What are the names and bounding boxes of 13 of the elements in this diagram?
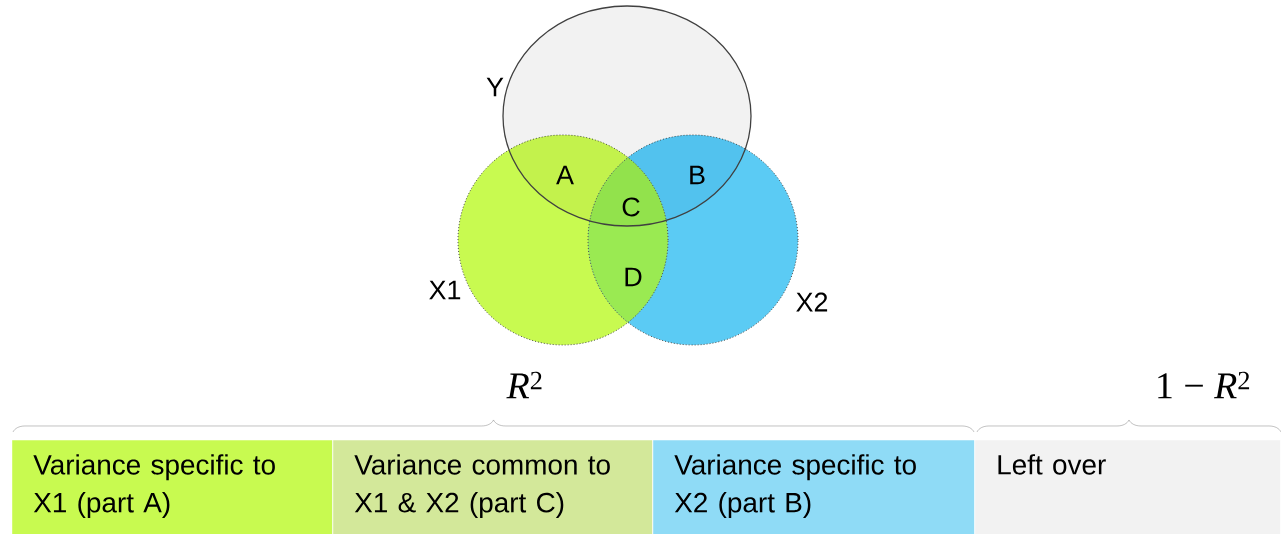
- circle-label: X2: [796, 292, 828, 312]
- circle-label: Y: [486, 77, 504, 97]
- bar-segment: Variance common to X1 & X2 (part C): [333, 440, 653, 534]
- region-letter: C: [622, 197, 640, 217]
- brace-label: R$^{2}$: [506, 371, 542, 399]
- bar-segment: Left over: [975, 440, 1281, 534]
- region-letter: A: [556, 165, 574, 185]
- brace-label: 1 − R$^{2}$: [1158, 371, 1250, 399]
- bar-segment: Variance specific to X2 (part B): [653, 440, 975, 534]
- region-letter: D: [625, 267, 642, 287]
- region-letter: B: [690, 165, 705, 185]
- bar-segment: Variance specific to X1 (part A): [12, 440, 333, 534]
- circle-label: X1: [429, 280, 461, 300]
